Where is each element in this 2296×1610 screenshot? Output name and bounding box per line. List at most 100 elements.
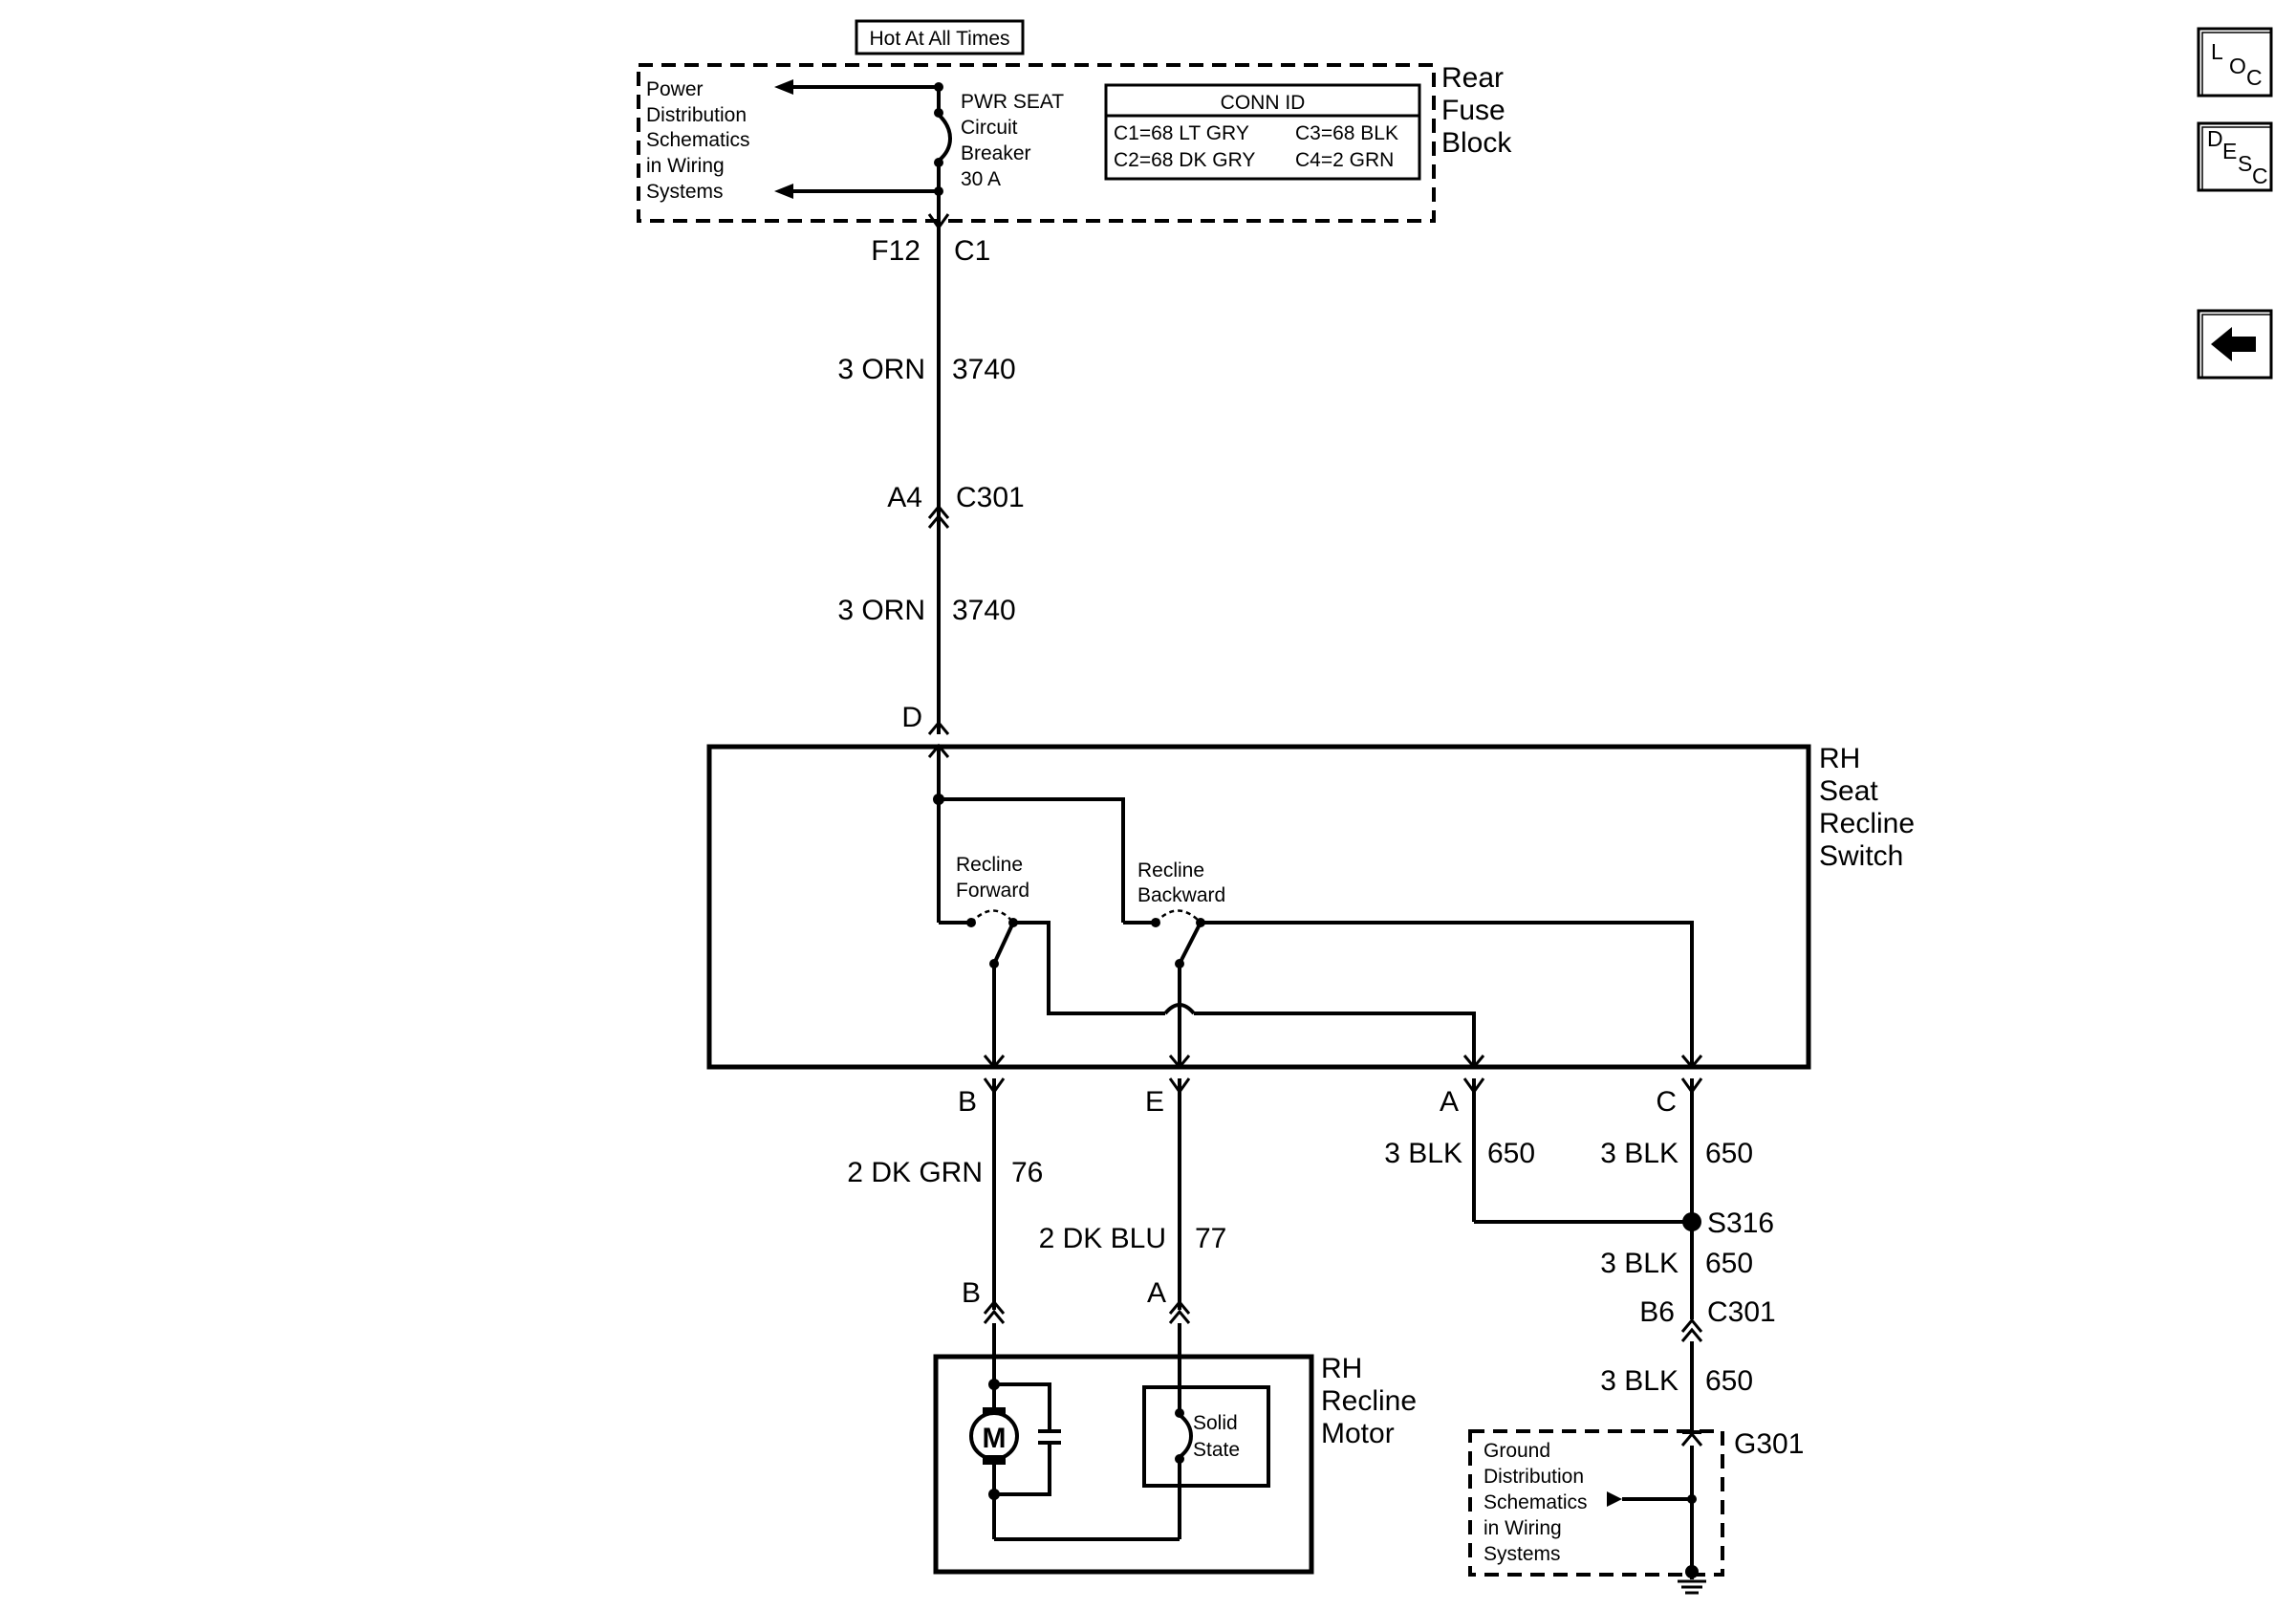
ground-ref-line-1: Ground xyxy=(1484,1440,1550,1462)
wire-dk-blu-circuit: 77 xyxy=(1195,1223,1226,1254)
ground-distribution-reference[interactable]: Ground Distribution Schematics in Wiring… xyxy=(1484,1440,1588,1565)
fuse-block-name-line-1: Rear xyxy=(1441,62,1504,94)
solid-state-line-2: State xyxy=(1193,1439,1240,1461)
switch-name-line-4: Switch xyxy=(1819,840,1903,872)
wire-orn-bottom-circuit: 3740 xyxy=(952,595,1016,626)
desc-sub-letter-3: C xyxy=(2252,163,2268,188)
desc-big-letter: D xyxy=(2207,126,2223,151)
switch-name-line-3: Recline xyxy=(1819,808,1915,839)
hot-at-all-times-label: Hot At All Times xyxy=(855,19,1025,55)
wire-blk-c-circuit: 650 xyxy=(1705,1138,1753,1169)
motor-name-line-3: Motor xyxy=(1321,1418,1395,1449)
power-ref-line-1: Power xyxy=(646,78,704,100)
fuse-block-name-line-2: Fuse xyxy=(1441,95,1505,126)
back-button[interactable] xyxy=(2197,309,2273,380)
loc-sub-letter: O xyxy=(2229,54,2246,78)
pin-e-switch: E xyxy=(1145,1086,1164,1118)
pin-f12: F12 xyxy=(871,235,921,267)
pin-d: D xyxy=(901,702,922,733)
conn-id-table: CONN ID C1=68 LT GRY C3=68 BLK C2=68 DK … xyxy=(1104,83,1421,181)
splice-s316-dot xyxy=(1682,1212,1701,1231)
rh-recline-motor: RH Recline Motor M Solid State xyxy=(933,1323,1417,1575)
forward-label-line-1: Recline xyxy=(956,854,1023,876)
wire-orn-top-circuit: 3740 xyxy=(952,354,1016,385)
pin-b-switch: B xyxy=(958,1086,977,1118)
ground-dashed-outline xyxy=(1468,1429,1724,1577)
ground-g301: G301 xyxy=(1734,1428,1804,1460)
wire-dk-grn-color: 2 DK GRN xyxy=(847,1157,983,1188)
solid-state-box xyxy=(1142,1385,1270,1488)
wire-dk-grn-circuit: 76 xyxy=(1011,1157,1043,1188)
wire-blk-s316-circuit: 650 xyxy=(1705,1248,1753,1279)
motor-wires: 2 DK GRN 76 2 DK BLU 77 B A xyxy=(847,1078,1226,1324)
solid-state-line-1: Solid xyxy=(1193,1412,1238,1434)
connector-c301-bottom: C301 xyxy=(1707,1296,1776,1328)
motor-name-line-2: Recline xyxy=(1321,1385,1417,1417)
switch-name-line-2: Seat xyxy=(1819,775,1878,807)
c1-connector-symbol xyxy=(927,213,950,230)
switch-housing xyxy=(706,744,1811,1070)
breaker-label-line-3: Breaker xyxy=(961,142,1031,164)
power-ref-line-5: Systems xyxy=(646,181,724,203)
wire-orn-bottom-color: 3 ORN xyxy=(837,595,925,626)
breaker-label: PWR SEAT Circuit Breaker 30 A xyxy=(961,91,1064,190)
splice-s316: S316 xyxy=(1707,1208,1774,1239)
pin-b-motor: B xyxy=(962,1277,981,1309)
motor-name-line-1: RH xyxy=(1321,1353,1362,1384)
wire-blk-s316-color: 3 BLK xyxy=(1600,1248,1679,1279)
conn-id-c3: C3=68 BLK xyxy=(1295,122,1398,144)
power-ref-line-3: Schematics xyxy=(646,129,750,151)
rh-seat-recline-switch: RH Seat Recline Switch Recline Forward xyxy=(706,743,1915,1070)
switch-output-pins: B E A C xyxy=(958,1077,1703,1118)
ground-symbol xyxy=(1678,1565,1706,1595)
power-distribution-reference[interactable]: Power Distribution Schematics in Wiring … xyxy=(646,78,750,203)
conn-id-c1: C1=68 LT GRY xyxy=(1114,122,1249,144)
fuse-block-name-line-3: Block xyxy=(1441,127,1512,159)
breaker-label-line-2: Circuit xyxy=(961,117,1018,139)
desc-sub-letter: E xyxy=(2222,139,2237,163)
ground-g301-block: G301 Ground Distribution Schematics in W… xyxy=(1468,1428,1804,1595)
breaker-label-line-4: 30 A xyxy=(961,168,1001,190)
wire-blk-g301-circuit: 650 xyxy=(1705,1365,1753,1397)
loc-sub-letter-2: C xyxy=(2246,65,2263,90)
desc-sub-letter-2: S xyxy=(2238,151,2252,176)
ground-wires: S316 3 BLK 650 3 BLK 650 3 BLK 650 B6 C3… xyxy=(1384,1078,1776,1432)
ground-ref-line-4: in Wiring xyxy=(1484,1517,1562,1539)
left-arrow-icon xyxy=(2211,327,2256,361)
fuse-block-name: Rear Fuse Block xyxy=(1441,62,1512,159)
breaker-label-line-1: PWR SEAT xyxy=(961,91,1064,113)
recline-forward-switch: Recline Forward xyxy=(956,854,1485,1070)
switch-name-line-1: RH xyxy=(1819,743,1860,774)
connector-c1: C1 xyxy=(954,235,990,267)
hot-label-text: Hot At All Times xyxy=(869,28,1009,50)
pin-d-connector-symbol xyxy=(927,720,950,735)
loc-big-letter: L xyxy=(2211,39,2223,64)
power-ref-arrows xyxy=(774,79,939,199)
conn-id-c4: C4=2 GRN xyxy=(1295,149,1394,171)
wire-blk-c-color: 3 BLK xyxy=(1600,1138,1679,1169)
desc-button[interactable]: D E S C xyxy=(2197,121,2273,192)
feed-wire: F12 C1 3 ORN 3740 A4 C301 3 ORN 3740 D xyxy=(837,210,1025,735)
circuit-breaker-symbol xyxy=(934,82,952,210)
wire-blk-a-circuit: 650 xyxy=(1487,1138,1535,1169)
ground-ref-line-2: Distribution xyxy=(1484,1466,1584,1488)
fuse-block-dashed-outline xyxy=(637,63,1436,223)
wire-blk-a-color: 3 BLK xyxy=(1384,1138,1462,1169)
wire-orn-top-color: 3 ORN xyxy=(837,354,925,385)
rear-fuse-block: Rear Fuse Block Power Distribution Schem… xyxy=(637,62,1512,223)
wire-dk-blu-color: 2 DK BLU xyxy=(1039,1223,1166,1254)
conn-id-c2: C2=68 DK GRY xyxy=(1114,149,1255,171)
backward-label-line-1: Recline xyxy=(1137,859,1204,881)
connector-c301-top: C301 xyxy=(956,482,1025,513)
motor-housing xyxy=(933,1354,1314,1575)
conn-id-title: CONN ID xyxy=(1221,92,1306,114)
motor-symbol: M xyxy=(983,1423,1007,1454)
forward-label-line-2: Forward xyxy=(956,880,1029,902)
pin-a-switch: A xyxy=(1440,1086,1459,1118)
ground-ref-line-3: Schematics xyxy=(1484,1491,1588,1513)
wire-blk-g301-color: 3 BLK xyxy=(1600,1365,1679,1397)
pin-a-motor: A xyxy=(1147,1277,1166,1309)
loc-button[interactable]: L O C xyxy=(2197,27,2273,98)
pin-b6: B6 xyxy=(1639,1296,1675,1328)
